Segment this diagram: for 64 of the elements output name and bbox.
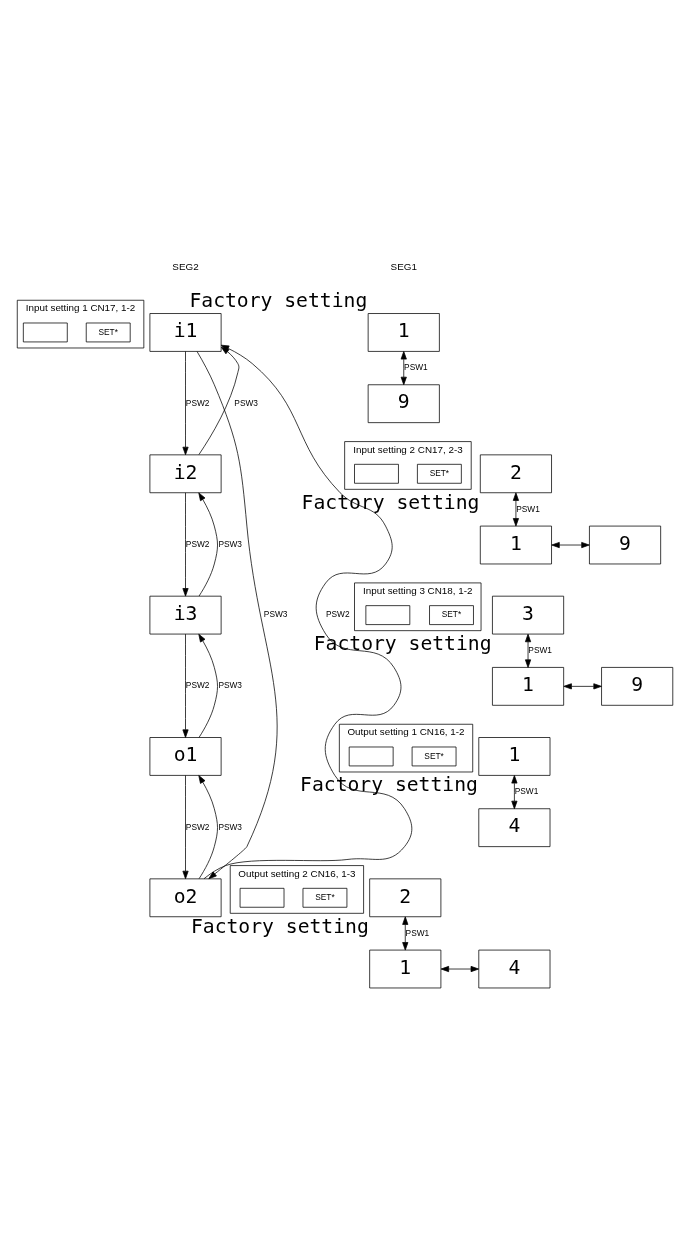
node-box: 2 (479, 454, 552, 494)
arrow (196, 351, 278, 880)
edge-label: PSW1 (528, 644, 552, 655)
arrow (563, 683, 602, 690)
arrow (512, 492, 519, 527)
node-box: 1 (479, 525, 552, 565)
node-box (365, 605, 411, 625)
node-box: SET* (411, 746, 457, 767)
node-box: 1 (369, 949, 442, 989)
node-box: SET* (417, 463, 462, 484)
edge-label: PSW1 (404, 362, 428, 373)
node-box: 1 (478, 737, 551, 776)
node-box (239, 887, 285, 908)
arrow (198, 633, 218, 738)
edge-label: PSW3 (263, 609, 288, 620)
node-box: SET* (429, 605, 474, 625)
arrow (182, 351, 189, 456)
node-box: o2 (149, 878, 222, 918)
node-box: i1 (149, 313, 222, 352)
arrow (551, 542, 590, 549)
node-box: 1 (367, 313, 440, 352)
arrow (182, 775, 189, 880)
node-box: o1 (149, 737, 222, 776)
edge-label: PSW3 (218, 821, 243, 832)
node-box (22, 322, 68, 343)
edge-label: PSW3 (218, 680, 243, 691)
arrow (198, 775, 218, 880)
arrow (440, 966, 479, 973)
node-box (354, 463, 399, 484)
edge-label: PSW2 (185, 680, 210, 691)
arrow (525, 633, 532, 668)
node-box: 4 (478, 949, 551, 989)
node-box: 2 (369, 878, 442, 918)
node-box (348, 746, 394, 767)
node-box: i3 (149, 595, 222, 635)
node-box: 9 (589, 525, 662, 565)
arrow (182, 633, 189, 738)
node-label: Factory setting (300, 773, 478, 797)
node-box: 9 (601, 667, 674, 706)
edge-label: PSW2 (185, 397, 210, 408)
node-box: SET* (302, 887, 348, 908)
node-label: Factory setting (313, 631, 492, 655)
arrow (400, 351, 407, 386)
edge-label: PSW2 (326, 609, 350, 620)
arrow (511, 775, 518, 810)
node-box: 9 (367, 384, 440, 423)
edge-label: PSW3 (234, 397, 258, 408)
node-box: 1 (492, 667, 565, 706)
arrow (198, 492, 218, 597)
edge-label: PSW2 (185, 821, 210, 832)
node-box: i2 (149, 454, 222, 494)
edge-label: PSW1 (405, 927, 430, 938)
arrow (182, 492, 189, 597)
node-box: 3 (492, 595, 565, 635)
node-box: SET* (85, 322, 131, 343)
edge-label: PSW1 (516, 503, 540, 514)
edge-label: PSW1 (514, 786, 539, 797)
node-label: Factory setting (189, 289, 368, 313)
label: SEG1 (390, 261, 417, 273)
node-box: 4 (478, 808, 551, 847)
edge-label: PSW3 (218, 539, 243, 550)
label: SEG2 (172, 261, 199, 273)
edge-label: PSW2 (185, 539, 210, 550)
arrow (402, 916, 409, 951)
